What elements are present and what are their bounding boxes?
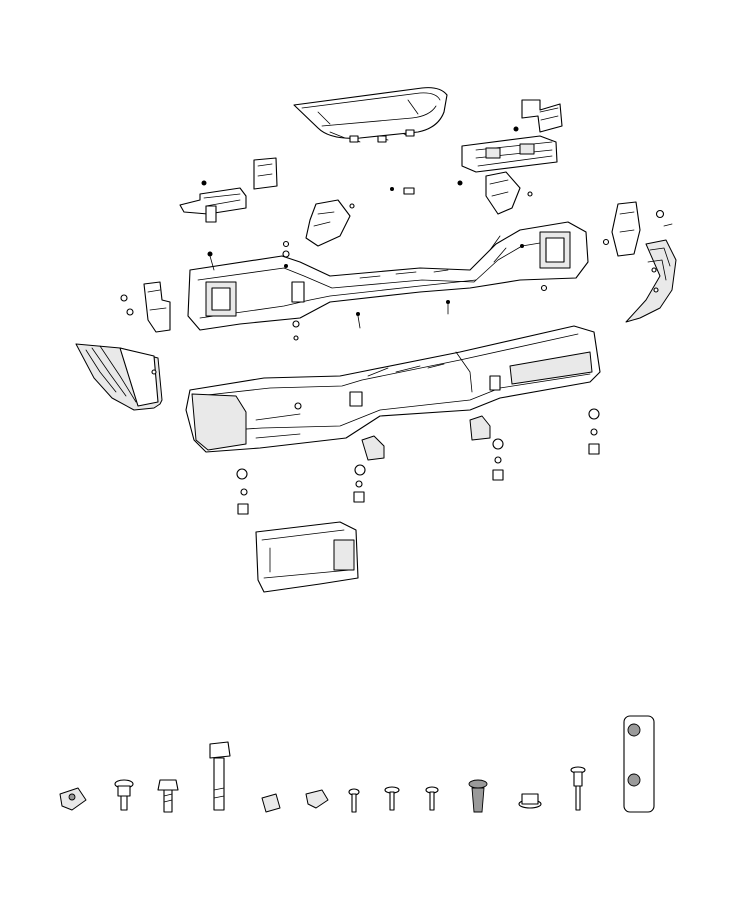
clip-nut-icon [59, 787, 87, 811]
long-hex-bolt-icon [209, 741, 231, 811]
push-rivet-icon [468, 779, 488, 813]
hex-bolt-icon [157, 779, 179, 813]
flange-nut-icon [518, 793, 542, 809]
push-pin-icon [305, 789, 329, 809]
fastener-legend [59, 715, 655, 813]
reinforcement-bar [187, 221, 589, 331]
bumper-fascia [185, 325, 601, 453]
fascia-fasteners [236, 408, 600, 515]
side-bracket-left [120, 281, 171, 333]
end-cap-right [625, 239, 677, 323]
fascia-clips [361, 415, 491, 461]
applique-lower [255, 521, 359, 593]
nut-plate-icon [623, 715, 655, 813]
small-screw-a-icon [348, 788, 360, 813]
bracket-upper-right [461, 99, 563, 173]
u-nut-icon [261, 793, 281, 813]
small-screw-b-icon [384, 786, 400, 811]
shoulder-bolt-icon [114, 779, 134, 811]
center-brackets [305, 171, 521, 247]
step-pad [293, 87, 448, 143]
side-bracket-right [611, 201, 673, 257]
misc-fasteners [207, 191, 610, 341]
bracket-upper-left [179, 157, 278, 223]
end-cap-left [75, 343, 163, 411]
small-screw-c-icon [425, 786, 439, 811]
stud-icon [570, 766, 586, 811]
